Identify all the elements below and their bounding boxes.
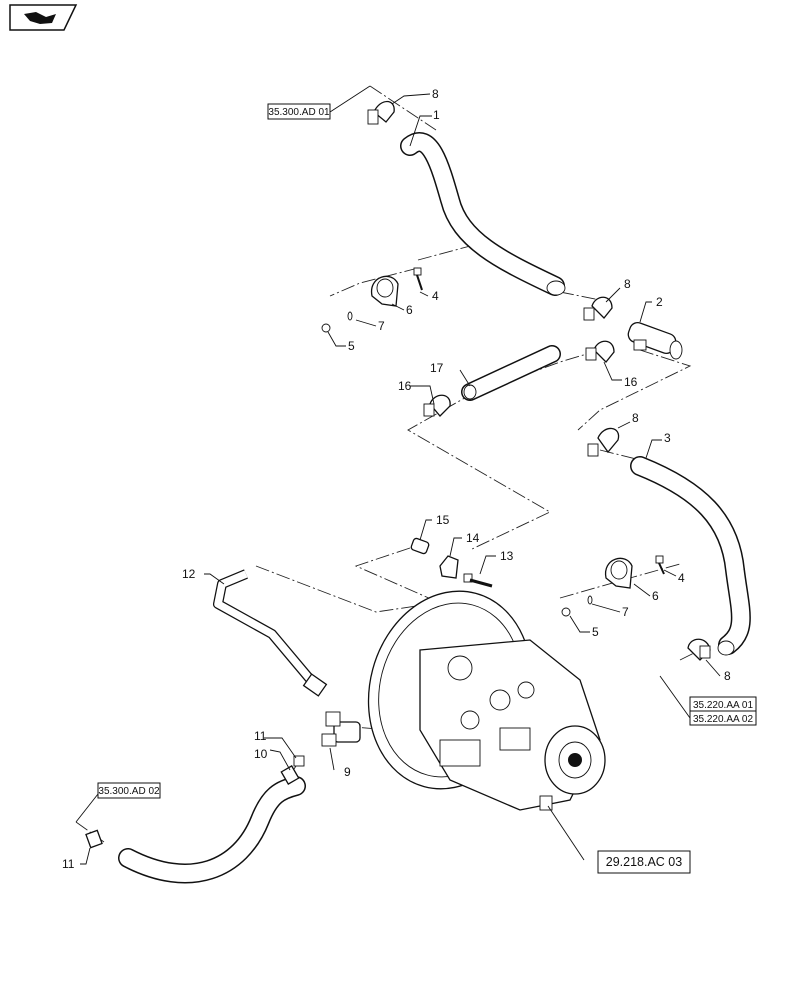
fitting-part-10[interactable] (280, 765, 300, 785)
tee-fitting-part-2[interactable] (626, 320, 683, 360)
callout-7: 7 (622, 605, 629, 619)
callout-5: 5 (348, 339, 355, 353)
hose-part-17[interactable] (461, 345, 561, 401)
callout-3: 3 (664, 431, 671, 445)
ref-label-35-300-ad-02: 35.300.AD 02 (98, 786, 160, 797)
callout-16: 16 (398, 379, 412, 393)
fitting-part-11-lower[interactable] (85, 829, 103, 849)
tube-part-12[interactable] (213, 569, 328, 697)
callout-15: 15 (436, 513, 450, 527)
callout-2: 2 (656, 295, 663, 309)
callout-1: 1 (433, 108, 440, 122)
hose-part-1[interactable] (400, 132, 566, 296)
washer-part-7-lower[interactable] (587, 595, 593, 605)
callout-16: 16 (624, 375, 638, 389)
bracket-part-6-top[interactable] (371, 275, 399, 307)
callout-5: 5 (592, 625, 599, 639)
callout-11: 11 (254, 729, 267, 743)
ref-box-29-218-ac-03[interactable]: 29.218.AC 03 (597, 850, 691, 874)
callout-17: 17 (430, 361, 444, 375)
callout-6: 6 (406, 303, 413, 317)
hose-lower-left[interactable] (118, 776, 306, 884)
bolt-part-4-top[interactable] (413, 267, 423, 291)
nut-part-5-lower[interactable] (561, 607, 571, 617)
parts-catalog-nav-icon[interactable] (9, 4, 78, 31)
washer-part-7-top[interactable] (347, 311, 353, 321)
callout-8: 8 (624, 277, 631, 291)
callout-11: 11 (62, 857, 75, 871)
clamp-part-8-top[interactable] (367, 100, 395, 125)
callout-12: 12 (182, 567, 196, 581)
callout-6: 6 (652, 589, 659, 603)
callout-labels: 1 8 4 6 7 5 8 2 16 17 16 8 3 4 6 7 5 8 1… (62, 87, 731, 871)
clamp-part-8-mid[interactable] (583, 296, 613, 321)
clamp-part-8-right[interactable] (587, 427, 620, 457)
ref-label-35-220-aa-01: 35.220.AA 01 (693, 700, 753, 711)
nut-part-5-top[interactable] (321, 323, 331, 333)
callout-14: 14 (466, 531, 480, 545)
callout-8: 8 (632, 411, 639, 425)
bolt-part-4-lower[interactable] (655, 555, 665, 575)
ref-box-35-300-ad-02[interactable]: 35.300.AD 02 (97, 782, 161, 799)
callout-8: 8 (724, 669, 731, 683)
ref-label-35-300-ad-01: 35.300.AD 01 (268, 107, 330, 118)
clamp-part-16-left[interactable] (423, 394, 451, 417)
bolt-part-13[interactable] (463, 573, 493, 588)
ref-label-29-218-ac-03: 29.218.AC 03 (606, 855, 682, 869)
bracket-part-6-lower[interactable] (605, 557, 633, 589)
fitting-part-11-upper[interactable] (293, 755, 305, 767)
callout-8: 8 (432, 87, 439, 101)
sleeve-part-15[interactable] (410, 537, 430, 555)
elbow-fitting-part-9[interactable] (321, 711, 361, 747)
bracket-part-14[interactable] (439, 555, 459, 579)
callout-4: 4 (432, 289, 439, 303)
leader-lines (75, 85, 721, 865)
clamp-part-8-lower[interactable] (687, 638, 711, 661)
ref-label-35-220-aa-02: 35.220.AA 02 (693, 714, 753, 725)
clamp-part-16-right[interactable] (585, 340, 615, 363)
ref-box-35-300-ad-01[interactable]: 35.300.AD 01 (267, 103, 331, 120)
callout-10: 10 (254, 747, 268, 761)
callout-7: 7 (378, 319, 385, 333)
callout-13: 13 (500, 549, 514, 563)
callout-9: 9 (344, 765, 351, 779)
hydraulic-pump-assembly[interactable] (347, 573, 606, 811)
ref-box-35-220-aa[interactable]: 35.220.AA 01 35.220.AA 02 (689, 696, 757, 726)
hose-part-3[interactable] (630, 456, 751, 656)
callout-4: 4 (678, 571, 685, 585)
